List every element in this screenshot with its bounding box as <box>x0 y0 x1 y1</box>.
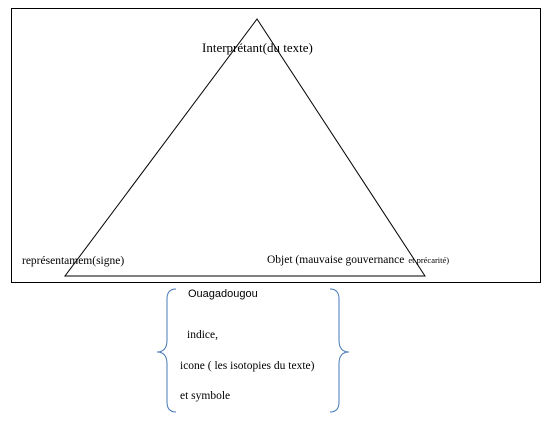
right-curly-brace <box>329 288 350 413</box>
brace-heading-ouagadougou: Ouagadougou <box>188 288 258 300</box>
right-label-objet: Objet (mauvaise gouvernance et précarité) <box>267 254 449 266</box>
left-curly-brace <box>156 288 177 413</box>
brace-item-indice: indice, <box>187 329 218 341</box>
semiotic-triangle <box>64 18 426 277</box>
apex-label-interpretant: Interprétant(du texte) <box>202 40 313 55</box>
right-label-main: Objet (mauvaise gouvernance <box>267 254 404 266</box>
right-label-small: et précarité) <box>408 255 449 265</box>
diagram-frame <box>11 8 541 283</box>
brace-item-icone: icone ( les isotopies du texte) <box>180 360 315 372</box>
brace-item-symbole: et symbole <box>180 390 230 402</box>
left-label-representamen: représentamem(signe) <box>22 255 124 267</box>
